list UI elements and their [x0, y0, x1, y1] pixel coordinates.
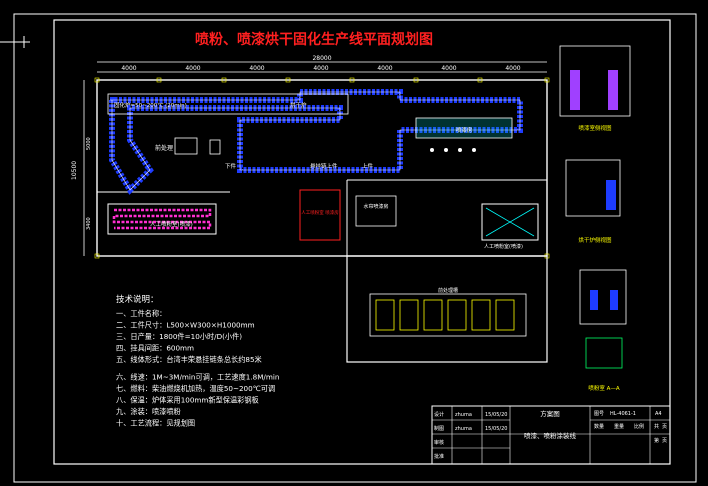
tb-drawing-name: 方案图	[540, 409, 560, 418]
tech-item: 五、线体形式：台湾丰荣悬挂链条总长约85米	[116, 355, 262, 364]
workshop-outline	[96, 79, 548, 257]
view1-label: 喷漆室侧视图	[578, 124, 612, 132]
drawing-border	[53, 19, 671, 465]
oven-side-burner	[606, 180, 616, 210]
control-room	[299, 189, 341, 241]
manual-spray-conveyor	[112, 208, 212, 230]
tech-item: 一、工件名称：	[116, 309, 166, 318]
powder-room	[481, 203, 539, 241]
top-dim-label: 4000	[121, 65, 136, 72]
title-block	[431, 405, 671, 465]
tb-weight-label: 重量	[614, 423, 624, 430]
tech-item: 七、燃料：柴油燃烧机加热，温度50~200℃可调	[116, 384, 275, 393]
tb-project: 喷漆、喷粉涂装线	[524, 431, 577, 440]
tech-item: 八、保温：炉体采用100mm新型保温彩钢板	[116, 396, 259, 405]
top-dim-label: 4000	[441, 65, 456, 72]
column-markers	[94, 77, 550, 259]
tech-item: 四、挂具间距：600mm	[116, 344, 194, 353]
drawing-title: 喷粉、喷漆烘干固化生产线平面规划图	[195, 31, 433, 48]
tb-name: zhuma	[455, 412, 472, 418]
curing-oven-box	[107, 93, 349, 115]
tb-role: 制图	[434, 425, 444, 432]
water-curtain-label: 水帘喷漆房	[363, 203, 388, 210]
tb-scale-label: 比例	[634, 423, 644, 430]
outer-frame	[13, 13, 697, 483]
oven-side-view	[565, 159, 621, 217]
tb-sheet-no: 第	[654, 437, 659, 444]
powder-room-label: 人工喷粉室(喷漆)	[484, 243, 523, 250]
pretreat-label: 前处理	[155, 144, 173, 152]
oven-temp-label: 固化炉=50~200℃ (20min)	[114, 101, 187, 109]
overall-dim: 28000	[312, 55, 331, 62]
spray-line-label: 悬挂链上件	[310, 162, 338, 170]
pretreat-tank-label: 前处理槽	[438, 287, 458, 294]
left-dim-total: 10500	[71, 161, 78, 180]
tb-date: 15/05/20	[485, 426, 507, 432]
unloading-label: 下件	[225, 162, 237, 170]
tb-name: zhuma	[455, 426, 472, 432]
spray-booth-side-view	[559, 45, 631, 117]
top-dims-group: 4000 4000 4000 4000 4000 4000 4000	[121, 65, 520, 72]
powder-gun-2	[610, 290, 618, 310]
powder-booth-view	[579, 269, 627, 325]
spray-booth	[415, 117, 513, 139]
top-dim-label: 4000	[185, 65, 200, 72]
manual-spray-room	[107, 203, 217, 235]
tank-cells	[375, 299, 515, 331]
control-room-label: 人工喷粉室 喷漆房	[301, 209, 339, 216]
tech-item: 十、工艺流程：见规划图	[116, 419, 195, 428]
spray-room-label: 喷漆房	[456, 126, 473, 134]
top-dim-label: 4000	[505, 65, 520, 72]
pretreat-tank-group	[369, 293, 527, 337]
tb-date: 15/05/20	[485, 412, 507, 418]
powder-diag-2	[485, 207, 535, 237]
view2-label: 烘干炉侧视图	[578, 236, 612, 244]
spray-guns	[430, 148, 476, 152]
powder-gun-1	[590, 290, 598, 310]
left-dim-upper: 5000	[86, 137, 92, 150]
tb-qty-label: 数量	[594, 423, 604, 430]
tb-sheet-page: 页	[662, 424, 667, 430]
water-curtain-booth	[355, 195, 397, 227]
manual-spray-label: 人工喷粉室(喷漆)	[150, 220, 193, 228]
top-dim-label: 4000	[377, 65, 392, 72]
powder-section-view	[585, 337, 623, 369]
tech-item: 三、日产量：1800件=10小时/D(小件)	[116, 332, 242, 341]
tb-no-label: 图号	[594, 411, 604, 417]
tech-item: 九、涂装：喷漆喷粉	[116, 407, 181, 416]
side-view-wall-2	[608, 70, 618, 110]
conveyor-centerline	[110, 91, 521, 191]
pretreat-unit	[174, 137, 198, 155]
tb-role: 审核	[434, 439, 444, 446]
tech-item: 六、线速：1M~3M/min可调，工艺速度1.8M/min	[116, 373, 279, 382]
tb-size: A4	[655, 411, 662, 417]
tb-sheet-no-page: 页	[662, 438, 667, 444]
tb-role: 设计	[434, 411, 444, 418]
tech-item: 二、工件尺寸：L500×W300×H1000mm	[116, 321, 255, 330]
tech-heading: 技术说明：	[116, 294, 159, 305]
tb-role: 批准	[434, 453, 444, 460]
view3-label: 喷粉室 A—A	[588, 384, 620, 392]
dry-oven-label: 烘干炉	[290, 101, 307, 109]
control-cabinet	[209, 139, 221, 155]
left-dim-lower: 3400	[86, 217, 92, 230]
tech-items-group: 一、工件名称： 二、工件尺寸：L500×W300×H1000mm 三、日产量：180…	[116, 309, 279, 428]
top-dim-label: 4000	[313, 65, 328, 72]
top-dim-label: 4000	[249, 65, 264, 72]
tb-no: HL-4061-1	[610, 411, 636, 417]
side-view-wall-1	[570, 70, 580, 110]
tb-sheet-total: 共	[654, 423, 659, 430]
loading-label: 上件	[362, 162, 374, 170]
pretreat-hall	[346, 255, 548, 363]
